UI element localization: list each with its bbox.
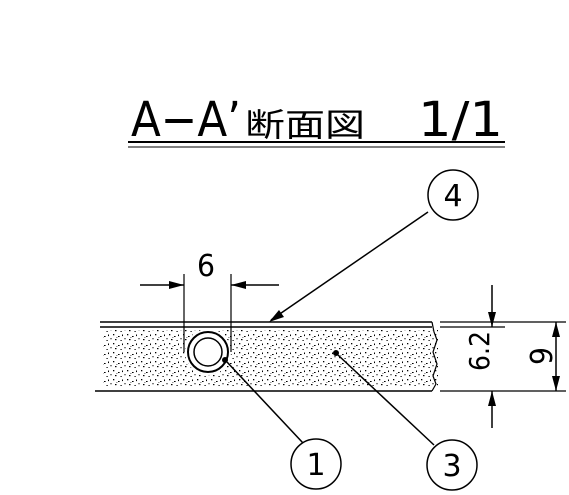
title-block: A−A’ 断面図 1/1 — [128, 92, 505, 148]
dimension-layer-thickness: 6.2 — [440, 285, 566, 428]
callout-fill-number: 3 — [442, 449, 461, 484]
callout-surface-number: 4 — [443, 179, 462, 214]
callout-fill: 3 — [426, 439, 478, 491]
total-thickness-value: 9 — [525, 347, 560, 365]
pipe — [185, 329, 231, 375]
pipe-inner-wall — [193, 337, 223, 367]
leader-pipe — [226, 361, 304, 444]
leader-lines — [222, 211, 435, 446]
layer-right-break-line — [431, 321, 438, 392]
dimension-pipe-width: 6 — [140, 249, 279, 352]
leader-fill — [337, 354, 435, 446]
section-id: A−A’ — [131, 92, 241, 148]
callout-pipe-number: 1 — [306, 448, 325, 483]
dimension-total-thickness: 9 — [525, 322, 560, 391]
layer-thickness-value: 6.2 — [463, 331, 496, 371]
callout-surface: 4 — [427, 169, 479, 221]
section-layer — [95, 321, 438, 392]
leader-surface — [270, 211, 429, 321]
fill-material-hatch — [103, 330, 438, 388]
drawing-scale: 1/1 — [418, 92, 503, 148]
pipe-outer-wall — [187, 331, 229, 373]
pipe-width-value: 6 — [197, 249, 215, 284]
section-label: 断面図 — [245, 106, 365, 144]
callout-pipe: 1 — [290, 438, 342, 490]
